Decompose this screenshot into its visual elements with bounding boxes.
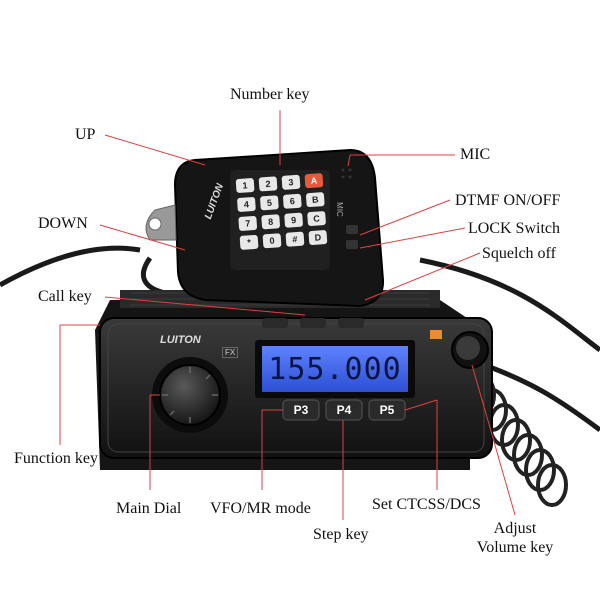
mic-key-4[interactable]: 4 <box>236 196 256 213</box>
mic-key-2[interactable]: 2 <box>258 176 278 192</box>
label-up: UP <box>75 126 96 143</box>
mic-key-6[interactable]: 6 <box>282 193 302 209</box>
leader-lines <box>59 110 516 520</box>
label-call-key: Call key <box>38 288 92 305</box>
mic-key-5[interactable]: 5 <box>259 195 279 211</box>
microphone <box>145 148 385 308</box>
mic-key-*[interactable]: * <box>239 234 259 250</box>
mic-key-B[interactable]: B <box>305 192 325 208</box>
mic-key-3[interactable]: 3 <box>281 174 301 190</box>
mic-key-D[interactable]: D <box>308 229 328 246</box>
mic-key-C[interactable]: C <box>307 210 327 227</box>
mic-key-7[interactable]: 7 <box>238 215 258 232</box>
label-down: DOWN <box>38 215 88 232</box>
mic-key-8[interactable]: 8 <box>261 214 281 230</box>
lcd-display <box>255 340 415 398</box>
label-squelch-off: Squelch off <box>482 245 556 262</box>
mic-key-#[interactable]: # <box>285 231 305 247</box>
front-keys <box>262 318 406 421</box>
status-led <box>430 330 442 339</box>
label-number-key: Number key <box>230 86 310 103</box>
mic-key-0[interactable]: 0 <box>262 233 282 249</box>
label-volume-key: Volume key <box>476 539 554 556</box>
mic-key-1[interactable]: 1 <box>235 177 255 194</box>
mic-key-A[interactable]: A <box>304 173 324 189</box>
label-dtmf: DTMF ON/OFF <box>455 192 561 209</box>
key-p5[interactable]: P5 <box>379 403 395 417</box>
main-dial-knob <box>152 357 228 433</box>
volume-knob <box>451 331 489 369</box>
label-lock-switch: LOCK Switch <box>468 220 560 237</box>
label-mic: MIC <box>460 146 491 163</box>
label-function-key: Function key <box>14 450 98 467</box>
lcd-readout: 155.000 <box>268 352 402 387</box>
mic-text: MIC <box>334 202 344 217</box>
label-adjust: Adjust <box>493 520 537 537</box>
label-step-key: Step key <box>313 526 369 543</box>
brand-logo-radio: LUITON <box>160 334 201 346</box>
label-set-ctcss: Set CTCSS/DCS <box>372 496 481 513</box>
mic-key-9[interactable]: 9 <box>284 212 304 228</box>
label-main-dial: Main Dial <box>116 500 182 517</box>
key-p3[interactable]: P3 <box>293 403 309 417</box>
fx-badge: FX <box>222 347 239 358</box>
label-vfo-mr: VFO/MR mode <box>210 500 311 517</box>
key-p4[interactable]: P4 <box>336 403 352 417</box>
